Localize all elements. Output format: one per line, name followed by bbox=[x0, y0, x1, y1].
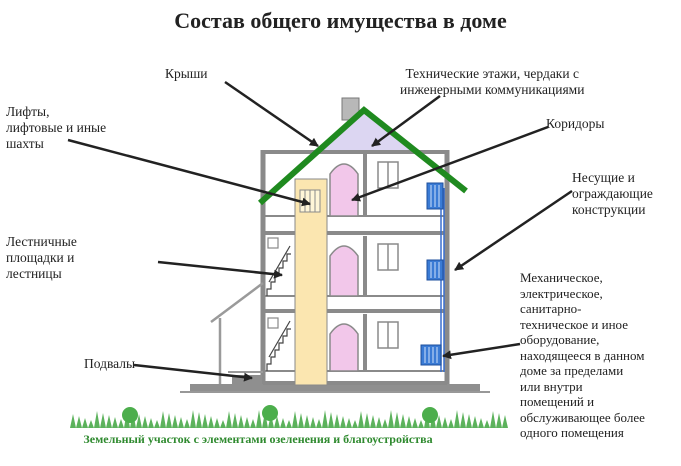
roof bbox=[258, 106, 468, 206]
arrow-equipment bbox=[442, 342, 521, 360]
label-equipment: Механическое, электрическое, санитарно- … bbox=[520, 270, 645, 440]
radiator-fins bbox=[424, 185, 440, 363]
bush bbox=[122, 407, 138, 423]
arrow-roofs bbox=[224, 80, 319, 148]
arrow-basements bbox=[133, 363, 253, 382]
label-corridors: Коридоры bbox=[546, 116, 605, 131]
label-structures: Несущие и ограждающие конструкции bbox=[572, 170, 653, 217]
radiators bbox=[420, 182, 444, 366]
ground-caption: Земельный участок с элементами озеленени… bbox=[83, 432, 433, 446]
label-roofs: Крыши bbox=[165, 66, 208, 81]
page-title: Состав общего имущества в доме bbox=[174, 8, 507, 33]
stairs bbox=[266, 237, 291, 371]
attic bbox=[314, 112, 414, 150]
elevator-shaft bbox=[294, 178, 328, 386]
windows bbox=[377, 161, 399, 349]
grass bbox=[70, 405, 508, 428]
arrow-stairs bbox=[157, 260, 283, 279]
arrow-technical-floors bbox=[371, 94, 441, 148]
arrow-elevators bbox=[67, 138, 311, 207]
arrow-structures bbox=[454, 189, 573, 272]
label-elevators: Лифты, лифтовые и иные шахты bbox=[6, 104, 107, 151]
ground bbox=[180, 384, 490, 393]
entrance-canopy bbox=[210, 282, 264, 384]
label-basements: Подвалы bbox=[84, 356, 136, 371]
bush bbox=[262, 405, 278, 421]
grass-tufts bbox=[70, 410, 508, 428]
pointer-arrows bbox=[67, 80, 573, 382]
arrow-corridors bbox=[351, 125, 549, 202]
label-stairs: Лестничные площадки и лестницы bbox=[6, 234, 77, 281]
label-technical-floors: Технические этажи, чердаки с инженерными… bbox=[400, 66, 585, 97]
doors bbox=[329, 163, 359, 372]
bush bbox=[422, 407, 438, 423]
